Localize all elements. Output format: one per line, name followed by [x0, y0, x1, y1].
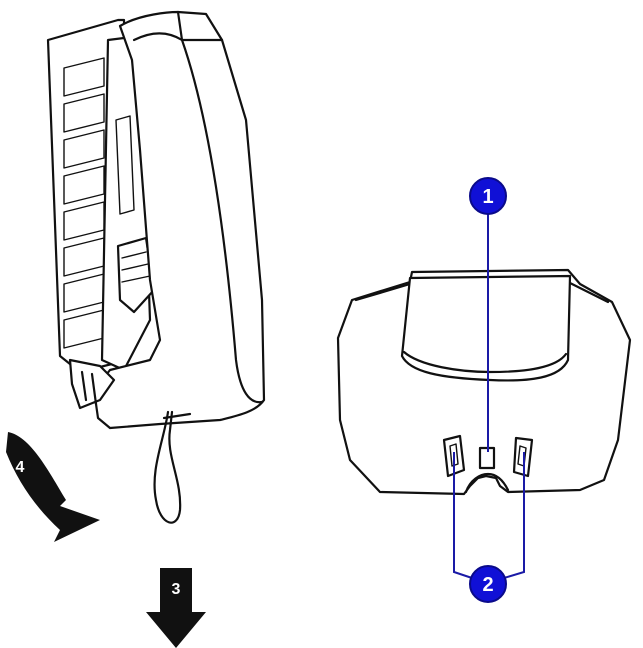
- device-side-view: [46, 10, 266, 524]
- callout-1-label: 1: [482, 186, 493, 208]
- step-3-label: 3: [172, 581, 181, 598]
- callout-2-label: 2: [482, 574, 493, 596]
- down-arrow-step-3: 3: [146, 568, 206, 648]
- inner-rail: [115, 115, 135, 215]
- callout-2-hooks: 2: [469, 565, 507, 603]
- callout-1-latch: 1: [469, 177, 507, 215]
- pull-cord: [153, 410, 182, 524]
- wall-bracket-front-view: [336, 268, 632, 496]
- center-latch: [478, 446, 496, 470]
- callout-lines: [453, 214, 525, 579]
- rotate-arrow-step-4: 4: [6, 432, 100, 542]
- bracket-top-pocket: [400, 274, 572, 382]
- front-cover: [92, 10, 266, 430]
- step-4-label: 4: [16, 459, 25, 476]
